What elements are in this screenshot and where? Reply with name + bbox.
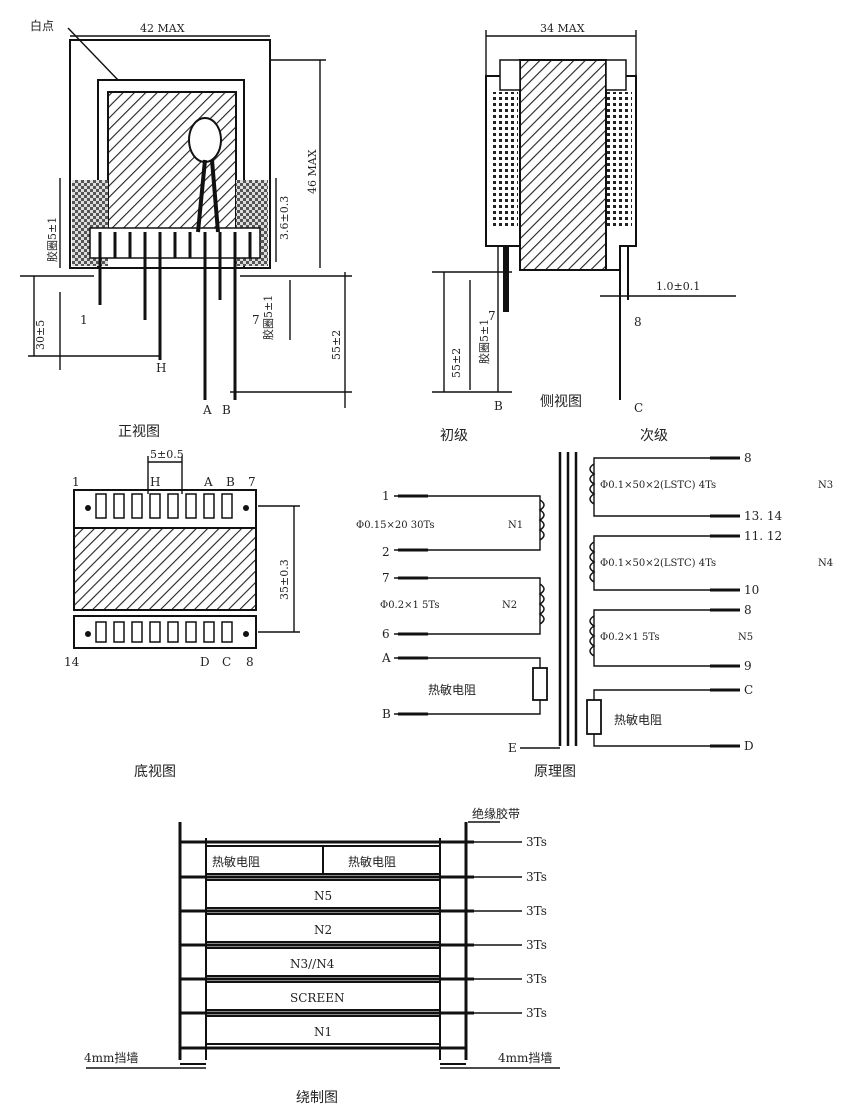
front-view: 白点 42 MAX 46 MAX 3.6±0.3 30±5 胶圈5±1 胶圈5±… [20,18,352,440]
n3-name: N3 [818,480,833,491]
layer-n3-n4: N3//N4 [290,957,335,971]
n5-spec: Φ0.2×1 5Ts [600,632,659,643]
schem-pin-8b: 8 [744,603,752,617]
side-left-winding [490,92,518,228]
front-pin-7: 7 [252,313,260,327]
turns-5: 3Ts [526,972,547,986]
front-view-caption: 正视图 [118,424,160,440]
side-pin-7: 7 [488,309,496,323]
schem-pin-10: 10 [744,583,759,597]
thermistor-right-label: 热敏电阻 [614,712,662,727]
thermistor-right [586,699,602,735]
schem-pin-c: C [744,683,753,697]
bottom-pin-1: 1 [72,475,80,489]
side-pin-c: C [634,401,643,415]
schem-pin-a: A [381,651,391,665]
bottom-pin-d: D [200,655,210,669]
side-tube-dim: 胶圈5±1 [477,319,491,364]
front-width-dim: 42 MAX [140,22,185,35]
schem-pin-13-14: 13. 14 [744,509,783,523]
bottom-pin-14: 14 [64,655,80,669]
side-height-dim: 55±2 [450,348,463,378]
bottom-pitch-dim: 5±0.5 [150,448,184,461]
margin-label-left: 4mm挡墙 [84,1051,138,1065]
tape-label: 绝缘胶带 [472,806,520,821]
schem-pin-7: 7 [382,571,390,585]
thermistor-left-label: 热敏电阻 [428,682,476,697]
front-side-dim-a: 胶圈5±1 [45,217,59,262]
n2-spec: Φ0.2×1 5Ts [380,600,439,611]
bottom-pin-c: C [222,655,231,669]
winding-layers [205,845,441,1045]
thermistor-left [532,667,548,701]
n5-name: N5 [738,632,753,643]
side-width-dim: 34 MAX [540,22,585,35]
side-core [519,59,607,271]
primary-label: 初级 [440,427,468,444]
side-view-caption: 侧视图 [540,394,582,410]
layer-n2: N2 [314,923,332,937]
bottom-pin-h: H [150,475,160,489]
n2-name: N2 [502,600,517,611]
front-pin-dim-b: 30±5 [34,320,47,350]
margin-label-right: 4mm挡墙 [498,1051,552,1065]
layer-n5: N5 [314,889,332,903]
side-right-winding [604,92,632,228]
winding-diagram: 绝缘胶带 热敏电阻 热敏电阻 N5 N2 N3//N4 SCREEN N1 3T… [84,806,560,1106]
front-pin-a: A [202,403,212,417]
turns-6: 3Ts [526,1006,547,1020]
schematic-caption: 原理图 [534,764,576,780]
bottom-pin-7: 7 [248,475,256,489]
winding-caption: 绕制图 [296,1090,338,1106]
n1-name: N1 [508,520,523,531]
side-pin-b: B [494,399,503,413]
front-height-dim: 46 MAX [306,149,319,194]
front-pin-b: B [222,403,231,417]
bottom-height-dim: 35±0.3 [278,559,291,600]
secondary-label: 次级 [640,428,668,444]
front-pin-h: H [156,361,166,375]
n1-spec: Φ0.15×20 30Ts [356,520,435,531]
layer-n1: N1 [314,1025,332,1039]
side-view: 34 MAX 1.0±0.1 55±2 胶圈5±1 7 8 B C 侧视图 初级… [432,22,736,444]
schem-pin-8a: 8 [744,451,752,465]
side-pin-8: 8 [634,315,642,329]
turns-3: 3Ts [526,904,547,918]
schem-pin-6: 6 [382,627,390,641]
turns-4: 3Ts [526,938,547,952]
schem-pin-d: D [744,739,754,753]
schem-pin-2: 2 [382,545,390,559]
bottom-core [73,527,257,611]
bottom-view: 5±0.5 35±0.3 1 H A B 7 14 D C 8 底视图 [64,448,300,780]
layer-thermistor-a: 热敏电阻 [212,854,260,869]
layer-screen: SCREEN [290,991,344,1005]
bottom-pin-8: 8 [246,655,254,669]
n4-spec: Φ0.1×50×2(LSTC) 4Ts [600,558,716,569]
schem-pin-e: E [508,741,517,755]
side-lead-dim: 1.0±0.1 [656,280,700,293]
bottom-view-caption: 底视图 [134,764,176,780]
n4-name: N4 [818,558,833,569]
bottom-pin-b: B [226,475,235,489]
n3-spec: Φ0.1×50×2(LSTC) 4Ts [600,480,716,491]
schematic: 1 2 7 6 A B E Φ0.15×20 30Ts N1 Φ0.2×1 5T… [356,451,833,780]
front-side-dim-b: 胶圈5±1 [261,295,275,340]
schem-pin-b: B [382,707,391,721]
front-pin-1: 1 [80,313,88,327]
front-side-dim-c: 55±2 [330,330,343,360]
turns-2: 3Ts [526,870,547,884]
schem-pin-1: 1 [382,489,390,503]
white-dot-label: 白点 [30,18,54,33]
front-pin-dim-a: 3.6±0.3 [278,196,291,240]
schem-pin-9: 9 [744,659,752,673]
schem-pin-11-12: 11. 12 [744,529,782,543]
layer-thermistor-b: 热敏电阻 [348,854,396,869]
bottom-pin-a: A [203,475,213,489]
turns-1: 3Ts [526,835,547,849]
